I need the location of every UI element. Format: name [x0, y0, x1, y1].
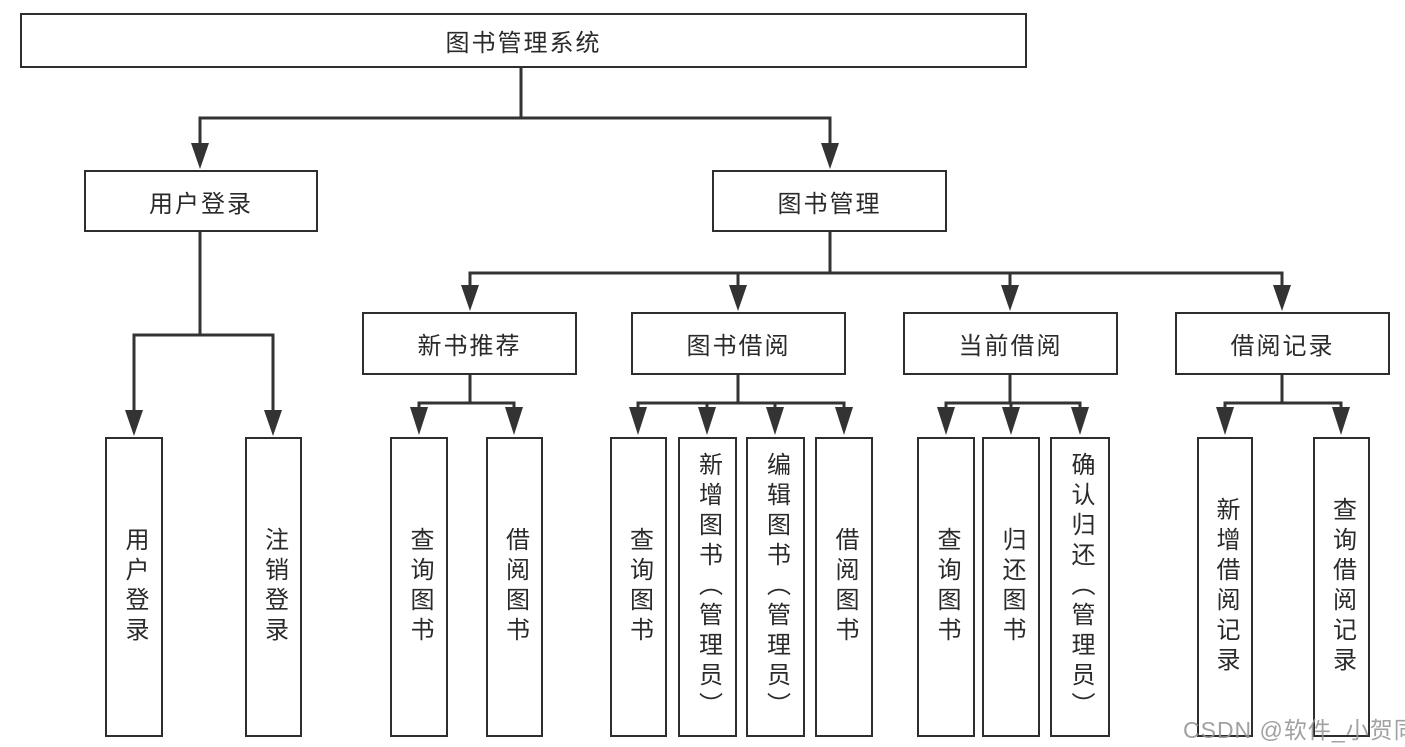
leaf-add-borrow-record: 新增借阅记录 — [1197, 437, 1253, 737]
node-label: 用户登录 — [149, 190, 253, 218]
node-label: 借阅记录 — [1230, 333, 1335, 360]
node-label: 编辑图书（管理员） — [762, 452, 790, 722]
node-label: 归还图书 — [998, 527, 1025, 647]
leaf-return-books: 归还图书 — [982, 437, 1040, 737]
leaf-borrow-books-2: 借阅图书 — [815, 437, 873, 737]
leaf-query-books-1: 查询图书 — [390, 437, 448, 737]
node-root: 图书管理系统 — [20, 13, 1027, 68]
node-label: 新书推荐 — [417, 333, 522, 360]
node-borrow-records: 借阅记录 — [1175, 312, 1390, 375]
node-current-borrow: 当前借阅 — [903, 312, 1118, 375]
leaf-logout: 注销登录 — [245, 437, 302, 737]
leaf-confirm-return-admin: 确认归还（管理员） — [1050, 437, 1110, 737]
leaf-borrow-books-1: 借阅图书 — [486, 437, 543, 737]
watermark-text: CSDN @软件_小贺同学 — [1183, 717, 1405, 743]
node-label: 借阅图书 — [831, 527, 858, 647]
node-label: 注销登录 — [260, 527, 288, 647]
node-label: 图书借阅 — [686, 333, 791, 360]
leaf-edit-books-admin: 编辑图书（管理员） — [746, 437, 805, 737]
leaf-add-books-admin: 新增图书（管理员） — [678, 437, 737, 737]
leaf-query-borrow-record: 查询借阅记录 — [1313, 437, 1370, 737]
node-label: 确认归还（管理员） — [1067, 452, 1094, 722]
leaf-query-books-3: 查询图书 — [917, 437, 975, 737]
node-new-book-recommend: 新书推荐 — [362, 312, 577, 375]
node-user-login-branch: 用户登录 — [84, 170, 318, 232]
node-label: 新增借阅记录 — [1212, 497, 1239, 677]
node-label: 新增图书（管理员） — [694, 452, 722, 722]
node-label: 当前借阅 — [958, 333, 1063, 360]
leaf-query-books-2: 查询图书 — [610, 437, 667, 737]
node-label: 查询图书 — [625, 527, 653, 647]
node-label: 借阅图书 — [501, 527, 529, 647]
node-book-borrow: 图书借阅 — [631, 312, 846, 375]
node-label: 用户登录 — [121, 527, 148, 647]
node-label: 图书管理系统 — [445, 30, 602, 57]
node-book-management: 图书管理 — [712, 170, 947, 232]
node-label: 查询图书 — [406, 527, 433, 647]
node-label: 查询借阅记录 — [1328, 497, 1356, 677]
leaf-user-login: 用户登录 — [105, 437, 163, 737]
node-label: 图书管理 — [777, 190, 882, 218]
node-label: 查询图书 — [933, 527, 960, 647]
